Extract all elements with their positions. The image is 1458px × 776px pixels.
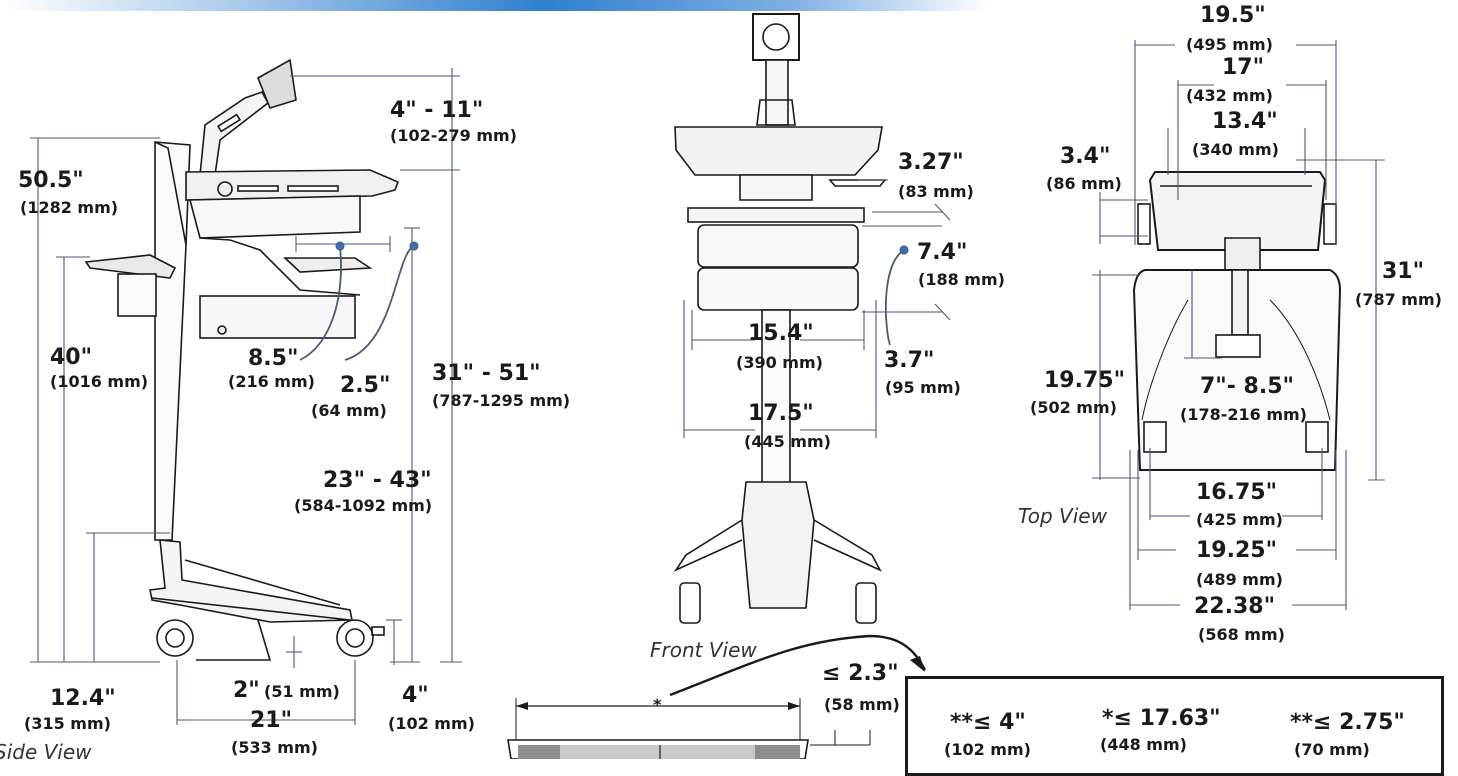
label-basket-height: 40" — [50, 345, 93, 370]
label-drawer-4: **≤ 4" — [950, 710, 1026, 735]
front-dimension-lines — [683, 179, 951, 438]
side-view-cart — [84, 58, 400, 661]
cart-drawings — [30, 13, 1385, 759]
label-front-3-27-mm: (83 mm) — [898, 182, 974, 201]
label-monitor-adjust: 4" - 11" — [390, 98, 484, 123]
label-drawer-2-75: **≤ 2.75" — [1290, 710, 1405, 735]
label-top-31-mm: (787 mm) — [1355, 290, 1442, 309]
label-top-7-8-5-mm: (178-216 mm) — [1180, 405, 1307, 424]
label-drawer-2-75-mm: (70 mm) — [1294, 740, 1370, 759]
label-top-19-5: 19.5" — [1200, 3, 1266, 28]
label-keyboard-depth-mm: (216 mm) — [228, 372, 315, 391]
label-top-7-8-5: 7"- 8.5" — [1200, 374, 1294, 399]
label-top-13-4-mm: (340 mm) — [1192, 140, 1279, 159]
label-base-length: 21" — [250, 708, 293, 733]
label-front-17-5-mm: (445 mm) — [744, 432, 831, 451]
front-view-cart — [673, 13, 887, 624]
label-overall-height-mm: (1282 mm) — [20, 198, 119, 217]
label-top-19-75-mm: (502 mm) — [1030, 398, 1117, 417]
label-top-3-4: 3.4" — [1060, 144, 1111, 169]
label-drawer-17-63: *≤ 17.63" — [1102, 706, 1221, 731]
label-front-3-27: 3.27" — [898, 150, 964, 175]
label-front-15-4-mm: (390 mm) — [736, 353, 823, 372]
label-drawer-4-mm: (102 mm) — [944, 740, 1031, 759]
label-base-height-mm: (315 mm) — [24, 714, 111, 733]
label-monitor-adjust-mm: (102-279 mm) — [390, 126, 517, 145]
caption-front-view: Front View — [650, 638, 757, 662]
caption-side-view: Side View — [0, 740, 92, 764]
label-front-17-5: 17.5" — [748, 401, 814, 426]
header-gradient-bar — [0, 0, 990, 11]
label-drawer-2-3-mm: (58 mm) — [824, 695, 900, 714]
label-top-17: 17" — [1222, 55, 1265, 80]
label-top-16-75: 16.75" — [1196, 480, 1278, 505]
label-keyboard-drop-mm: (64 mm) — [311, 401, 387, 420]
label-wheel-offset: 4" — [402, 683, 429, 708]
label-worksurface-range-mm: (787-1295 mm) — [432, 391, 571, 410]
label-top-19-75: 19.75" — [1044, 368, 1126, 393]
label-base-offset: 2" — [233, 678, 260, 703]
caption-top-view: Top View — [1018, 504, 1107, 528]
label-overall-height: 50.5" — [18, 168, 84, 193]
label-keyboard-range: 23" - 43" — [323, 468, 432, 493]
label-base-length-mm: (533 mm) — [231, 738, 318, 757]
label-keyboard-range-mm: (584-1092 mm) — [294, 496, 433, 515]
label-front-3-7-mm: (95 mm) — [885, 378, 961, 397]
label-front-3-7: 3.7" — [884, 348, 935, 373]
label-drawer-star: * — [653, 695, 662, 714]
label-top-16-75-mm: (425 mm) — [1196, 510, 1283, 529]
label-top-19-25-mm: (489 mm) — [1196, 570, 1283, 589]
label-top-19-5-mm: (495 mm) — [1186, 35, 1273, 54]
label-top-17-mm: (432 mm) — [1186, 86, 1273, 105]
label-front-7-4: 7.4" — [917, 240, 968, 265]
label-top-22-38: 22.38" — [1194, 594, 1276, 619]
label-drawer-2-3: ≤ 2.3" — [822, 661, 899, 686]
label-keyboard-depth: 8.5" — [248, 346, 299, 371]
label-basket-height-mm: (1016 mm) — [50, 372, 149, 391]
label-base-offset-mm: (51 mm) — [264, 682, 340, 701]
label-front-15-4: 15.4" — [748, 321, 814, 346]
label-top-31: 31" — [1382, 259, 1425, 284]
label-top-22-38-mm: (568 mm) — [1198, 625, 1285, 644]
label-top-3-4-mm: (86 mm) — [1046, 174, 1122, 193]
side-dimension-lines — [30, 68, 462, 725]
label-base-height: 12.4" — [50, 686, 116, 711]
label-keyboard-drop: 2.5" — [340, 373, 391, 398]
label-worksurface-range: 31" - 51" — [432, 361, 541, 386]
label-top-13-4: 13.4" — [1212, 109, 1278, 134]
label-drawer-17-63-mm: (448 mm) — [1100, 735, 1187, 754]
top-dimension-lines — [1092, 40, 1385, 610]
label-top-19-25: 19.25" — [1196, 538, 1278, 563]
top-view-cart — [1132, 171, 1342, 471]
label-wheel-offset-mm: (102 mm) — [388, 714, 475, 733]
label-front-7-4-mm: (188 mm) — [918, 270, 1005, 289]
